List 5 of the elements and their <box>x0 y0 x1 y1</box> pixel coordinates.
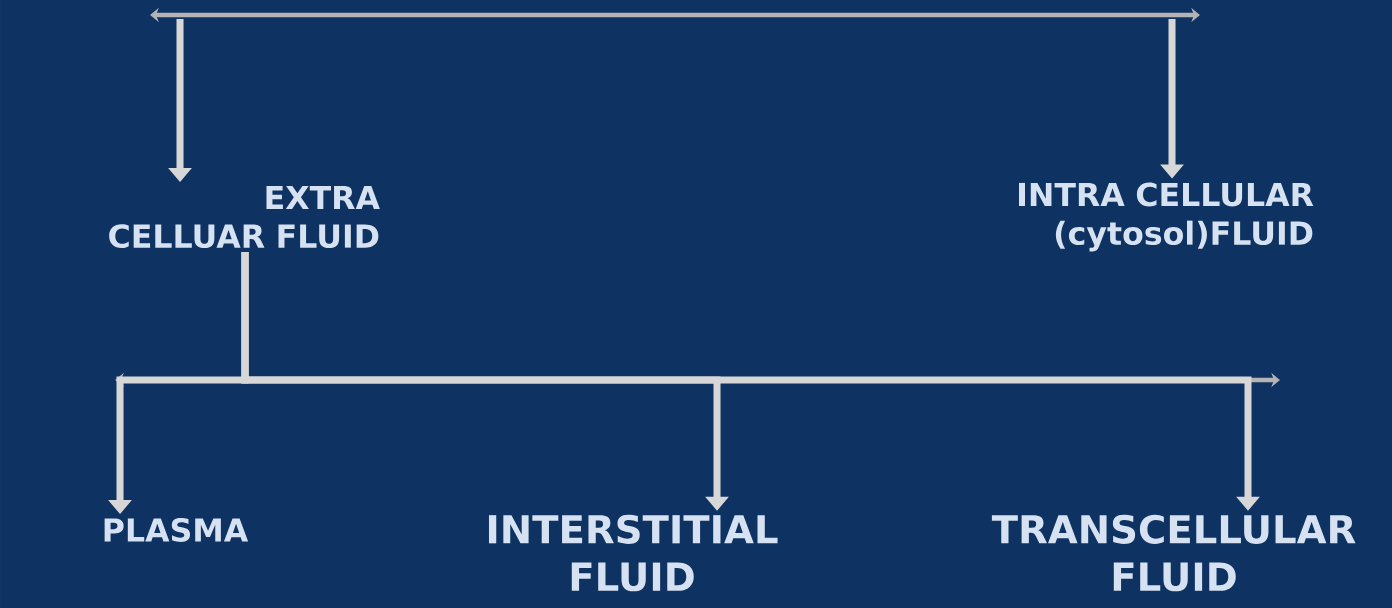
node-label: PLASMA <box>104 518 249 542</box>
node-label: TRANSCELLULAR FLUID <box>991 514 1356 592</box>
node-label: EXTRA CELLUAR FLUID <box>109 185 380 249</box>
node-label: INTERSTITIAL FLUID <box>488 514 778 592</box>
node-label: INTRA CELLULAR (cytosol)FLUID <box>1019 182 1314 252</box>
